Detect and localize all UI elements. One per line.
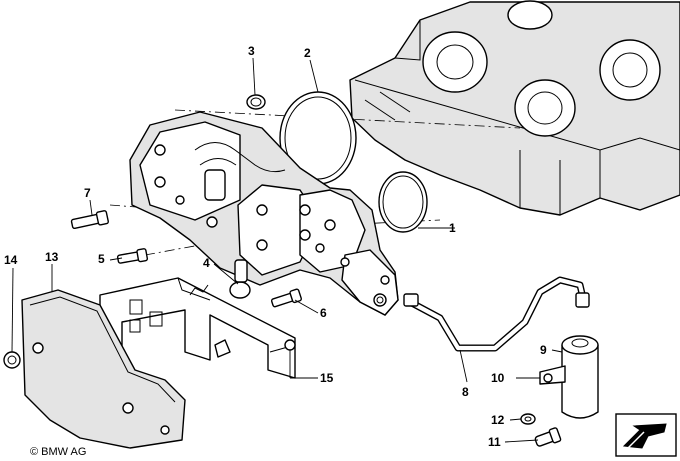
assembly-line <box>174 109 521 129</box>
copyright-text: © BMW AG <box>30 446 86 458</box>
bolt-11 <box>534 427 562 447</box>
bolt-7 <box>70 210 109 230</box>
bolt-5 <box>116 248 149 264</box>
callout-13: 13 <box>45 250 59 264</box>
callout-4: 4 <box>203 256 210 270</box>
oil-pipe <box>403 276 590 352</box>
callout-14: 14 <box>4 253 18 267</box>
washer-12 <box>520 413 536 425</box>
engine-block <box>349 0 680 216</box>
o-ring-pump <box>378 171 428 233</box>
callout-12: 12 <box>491 413 505 427</box>
grommet-14 <box>3 351 21 369</box>
callout-9: 9 <box>540 343 547 357</box>
callout-11: 11 <box>488 435 501 449</box>
cover-shield <box>21 289 186 449</box>
callout-2: 2 <box>304 46 311 60</box>
callout-10: 10 <box>491 371 505 385</box>
callout-5: 5 <box>98 252 105 266</box>
callout-3: 3 <box>248 44 255 58</box>
oil-filter <box>539 335 599 419</box>
o-ring-small <box>246 94 266 110</box>
callout-6: 6 <box>320 306 327 320</box>
callout-8: 8 <box>462 385 469 399</box>
direction-arrow-icon <box>615 413 677 457</box>
callout-15: 15 <box>320 371 334 385</box>
bolt-6 <box>270 288 302 308</box>
callout-1: 1 <box>449 221 456 235</box>
callout-7: 7 <box>84 186 91 200</box>
assembly-line <box>144 244 201 256</box>
oil-pump <box>129 111 399 316</box>
